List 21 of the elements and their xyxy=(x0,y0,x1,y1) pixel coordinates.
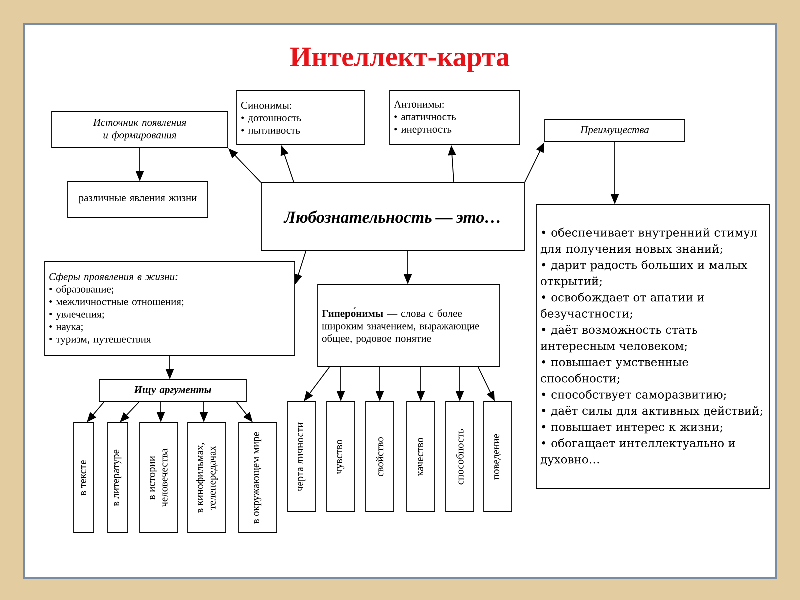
text-box: Преимущества xyxy=(544,120,686,142)
vertical-box: способность xyxy=(446,402,474,512)
text-box: Антонимы: • апатичность • инертность xyxy=(390,90,520,146)
text-box: • обеспечивает внутренний стимул для получения новых знаний; • дарит радость больших и малых открытий; • освобождает от апатии и безучастности; • даёт возможность стать интересным человеком; • повышает умственные способности; • способствует саморазвитию; • даёт силы для активных действий; • повышает интерес к жизни; • обогащает интеллектуально и духовно… xyxy=(536,204,770,490)
vertical-box: в тексте xyxy=(74,422,94,534)
vertical-box: поведение xyxy=(484,402,512,512)
text-box: Ищу аргументы xyxy=(99,380,247,402)
vertical-box: черта личности xyxy=(288,402,316,512)
vertical-box: качество xyxy=(406,402,436,512)
vertical-box: в истории человечества xyxy=(140,422,178,534)
vertical-box: чувство xyxy=(326,402,356,512)
text-box: Синонимы: • дотошность • пытливость xyxy=(236,90,366,146)
vertical-box: свойство xyxy=(366,402,394,512)
vertical-box: в окружающем мире xyxy=(238,422,278,534)
text-box: Сферы проявления в жизни: • образование; • межличностные отношения; • увлечения; • наука; • туризм, путешествия xyxy=(44,262,296,356)
text-box: Источник появления и формирования xyxy=(52,112,228,148)
central-box: Любознательность — это… xyxy=(261,182,525,252)
text-box: Гиперо́нимы — слова с более широким значением, выражающие общее, родовое понятие xyxy=(318,284,500,368)
title: Интеллект-карта xyxy=(290,48,510,72)
vertical-box: в литературе xyxy=(108,422,128,534)
text-box: различные явления жизни xyxy=(68,182,208,218)
